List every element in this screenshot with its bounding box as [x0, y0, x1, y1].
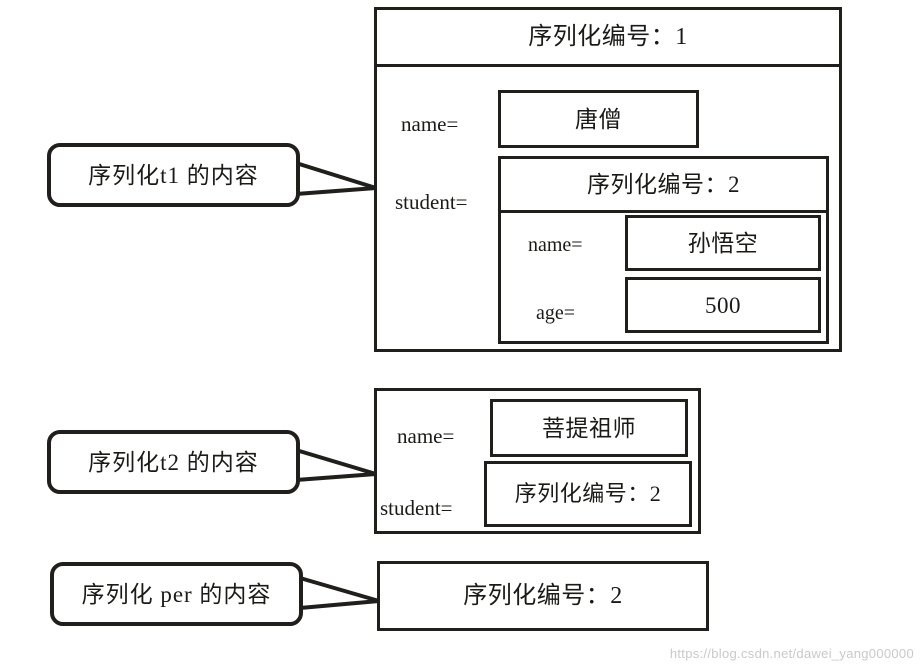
t2-student-value-box: 序列化编号：2 [484, 461, 692, 527]
per-serial-label: 序列化编号：2 [463, 583, 623, 609]
callout-t1-label: 序列化t1 的内容 [88, 162, 259, 188]
callout-t2-label: 序列化t2 的内容 [88, 449, 259, 475]
t1-student-object-box: 序列化编号：2 name= 孙悟空 age= 500 [498, 156, 829, 344]
t1-student-serial-header: 序列化编号：2 [501, 159, 826, 213]
callout-t2: 序列化t2 的内容 [47, 430, 300, 494]
t1-name-value-box: 唐僧 [498, 90, 699, 148]
callout-per: 序列化 per 的内容 [50, 562, 303, 626]
t1-student-label: student= [395, 190, 468, 214]
t1-name-value: 唐僧 [575, 106, 622, 132]
t2-student-label: student= [380, 496, 453, 520]
object-box-per: 序列化编号：2 [377, 561, 709, 631]
t1-student-name-label: name= [528, 234, 583, 256]
t1-serial-header: 序列化编号：1 [377, 10, 839, 67]
object-box-t1: 序列化编号：1 name= 唐僧 student= 序列化编号：2 name= … [374, 7, 842, 352]
t1-student-age-label: age= [536, 302, 576, 324]
callout-per-label: 序列化 per 的内容 [81, 581, 272, 607]
t1-student-serial-header-label: 序列化编号：2 [587, 172, 740, 197]
t2-name-value: 菩提祖师 [542, 415, 636, 441]
t1-student-age-value: 500 [705, 292, 741, 318]
t2-name-label: name= [397, 424, 455, 448]
t2-student-value: 序列化编号：2 [514, 481, 662, 506]
callout-tail-per [298, 576, 381, 610]
watermark-text: https://blog.csdn.net/dawei_yang000000 [669, 646, 914, 661]
t1-serial-header-label: 序列化编号：1 [528, 24, 688, 50]
callout-tail-t2 [294, 448, 378, 482]
t2-name-value-box: 菩提祖师 [490, 399, 688, 457]
t1-student-name-value: 孙悟空 [687, 230, 759, 256]
t1-student-name-value-box: 孙悟空 [625, 215, 821, 271]
object-box-t2: name= 菩提祖师 student= 序列化编号：2 [374, 388, 701, 534]
t1-student-age-value-box: 500 [625, 277, 821, 333]
t1-name-label: name= [401, 112, 459, 136]
callout-t1: 序列化t1 的内容 [47, 143, 300, 207]
callout-tail-t1 [294, 161, 378, 196]
